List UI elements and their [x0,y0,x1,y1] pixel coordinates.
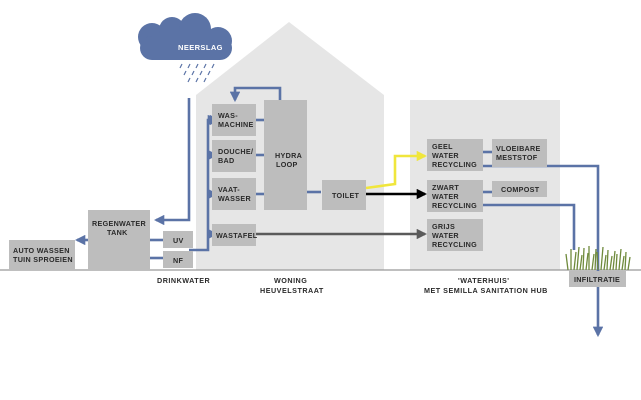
uv-label: UV [173,236,184,245]
uv-box [163,231,193,248]
toilet-box [322,180,366,210]
compost-drain-pipe [483,203,576,250]
grass-icon [565,246,631,271]
douche-bad-box [212,140,256,172]
waterhuis-caption: 'WATERHUIS'MET SEMILLA SANITATION HUB [424,276,548,295]
vaatwasser-box [212,178,256,210]
wasmachine-box [212,104,256,136]
wastafel-label: WASTAFEL [216,231,258,240]
grijs-water-box [427,219,483,251]
rain-cloud-icon [138,13,232,83]
nf-box [163,251,193,268]
vaatwasser-label: VAAT-WASSER [218,185,251,203]
neerslag-label: NEERSLAG [178,43,223,52]
infiltratie-label: INFILTRATIE [574,275,620,284]
compost-box [492,181,547,197]
auto-wassen-box [9,240,75,270]
toilet-label: TOILET [332,191,360,200]
wastafel-box [212,224,256,246]
urine-flow-yellow [365,150,428,190]
rain-pipe [153,98,191,226]
infiltratie-box [569,271,626,287]
wasmachine-label: WAS-MACHINE [218,111,254,129]
regenwater-tank-box [88,210,150,270]
compost-label: COMPOST [501,185,540,194]
douche-bad-label: DOUCHE/BAD [218,147,253,165]
geel-water-box [427,139,483,171]
meststof-box [492,139,547,167]
zwart-water-box [427,180,483,212]
hydraloop-return-pipe [229,86,282,103]
nf-label: NF [173,256,183,265]
drinkwater-caption: DRINKWATER [157,276,210,285]
hydraloop-box [264,100,307,210]
